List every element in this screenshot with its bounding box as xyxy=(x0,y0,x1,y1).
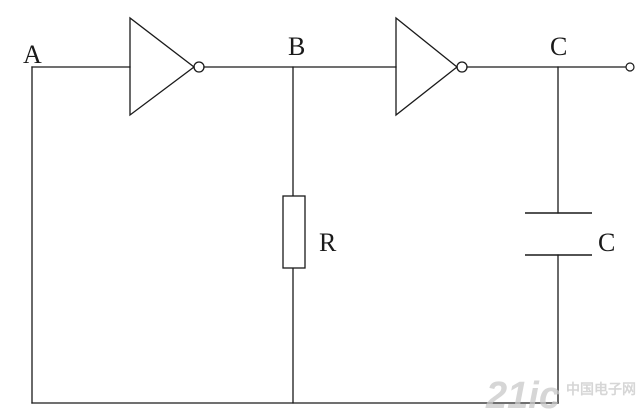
inverter-triangle-icon xyxy=(129,16,196,117)
node-label-a: A xyxy=(23,40,42,69)
wires xyxy=(31,66,627,404)
resistor-label: R xyxy=(319,228,337,257)
watermark: 21ic 中国电子网 xyxy=(485,375,636,415)
inverter-gate-2 xyxy=(395,16,468,117)
inverter-bubble-icon xyxy=(193,61,205,73)
inverter-triangle-icon xyxy=(395,16,459,117)
inverter-gate-1 xyxy=(129,16,205,117)
inverter-bubble-icon xyxy=(456,61,468,73)
output-terminal-icon xyxy=(625,62,635,72)
node-label-b: B xyxy=(288,32,305,61)
watermark-logo: 21ic xyxy=(485,375,560,415)
capacitor-icon xyxy=(525,212,592,256)
resistor-icon xyxy=(282,195,306,269)
node-label-c: C xyxy=(550,32,567,61)
watermark-site-name: 中国电子网 xyxy=(566,381,636,398)
capacitor-label: C xyxy=(598,228,615,257)
